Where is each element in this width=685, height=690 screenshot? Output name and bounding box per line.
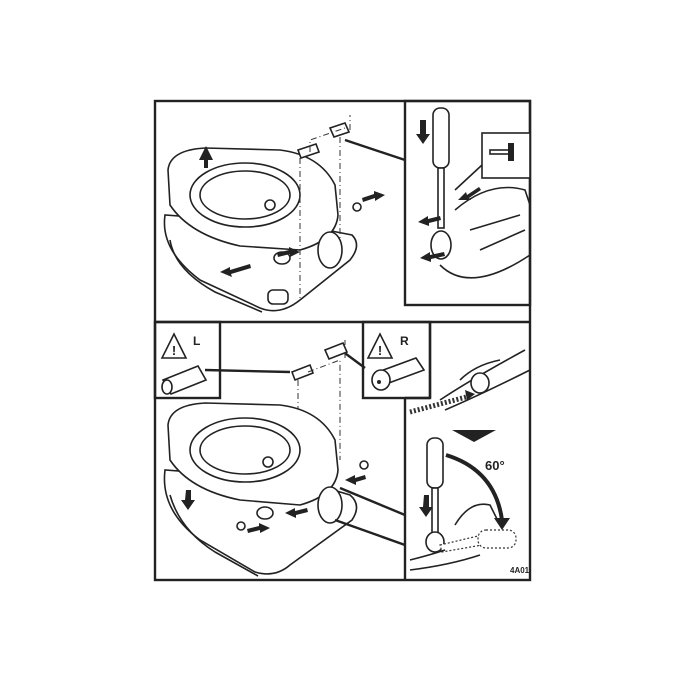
hammer-inset [481, 132, 531, 179]
arrow-left-icon [345, 475, 366, 485]
right-pin-box [361, 320, 432, 400]
arrow-down-icon [181, 490, 195, 510]
right-label: R [400, 334, 409, 348]
arrow-right-icon [465, 390, 475, 400]
svg-text:!: ! [172, 343, 176, 358]
left-hinge-pin [161, 364, 208, 396]
rotation-arrow [445, 453, 504, 521]
arrow-left-icon [418, 216, 441, 226]
right-hinge-pin [371, 357, 426, 391]
step-1-panel [163, 99, 532, 313]
toilet-seat-bottom [163, 402, 369, 577]
figure-code: 4A01 [510, 566, 530, 575]
pin-insertion-detail [409, 349, 531, 415]
hinge-pins [290, 341, 349, 382]
arrow-down-icon [416, 120, 430, 144]
arrow-left-icon [285, 508, 308, 518]
arrow-down-triangle-icon [452, 430, 496, 442]
left-label: L [193, 334, 200, 348]
arrow-left-icon [220, 264, 251, 277]
warning-triangle-icon [366, 332, 394, 359]
svg-text:!: ! [378, 343, 382, 358]
arrow-left-icon [458, 187, 481, 200]
left-pin-box [153, 320, 222, 400]
arrow-left-icon [420, 252, 445, 262]
hammer-icon [489, 143, 514, 161]
arrow-right-icon [247, 523, 270, 533]
screwdriver-icon [430, 107, 452, 260]
arrow-up-icon [199, 146, 213, 168]
arrow-right-icon [362, 191, 385, 202]
rotation-angle-label: 60° [485, 458, 505, 473]
toilet-seat-top [163, 147, 358, 313]
screwdriver-icon [425, 437, 445, 553]
step-2-panel: ! L ! R [153, 320, 531, 580]
hinge-pins [296, 122, 351, 160]
arrow-down-icon [419, 495, 433, 517]
warning-triangle-icon [160, 332, 188, 359]
arrow-right-icon [277, 247, 300, 257]
rotated-screwdriver-ghost [439, 529, 517, 553]
